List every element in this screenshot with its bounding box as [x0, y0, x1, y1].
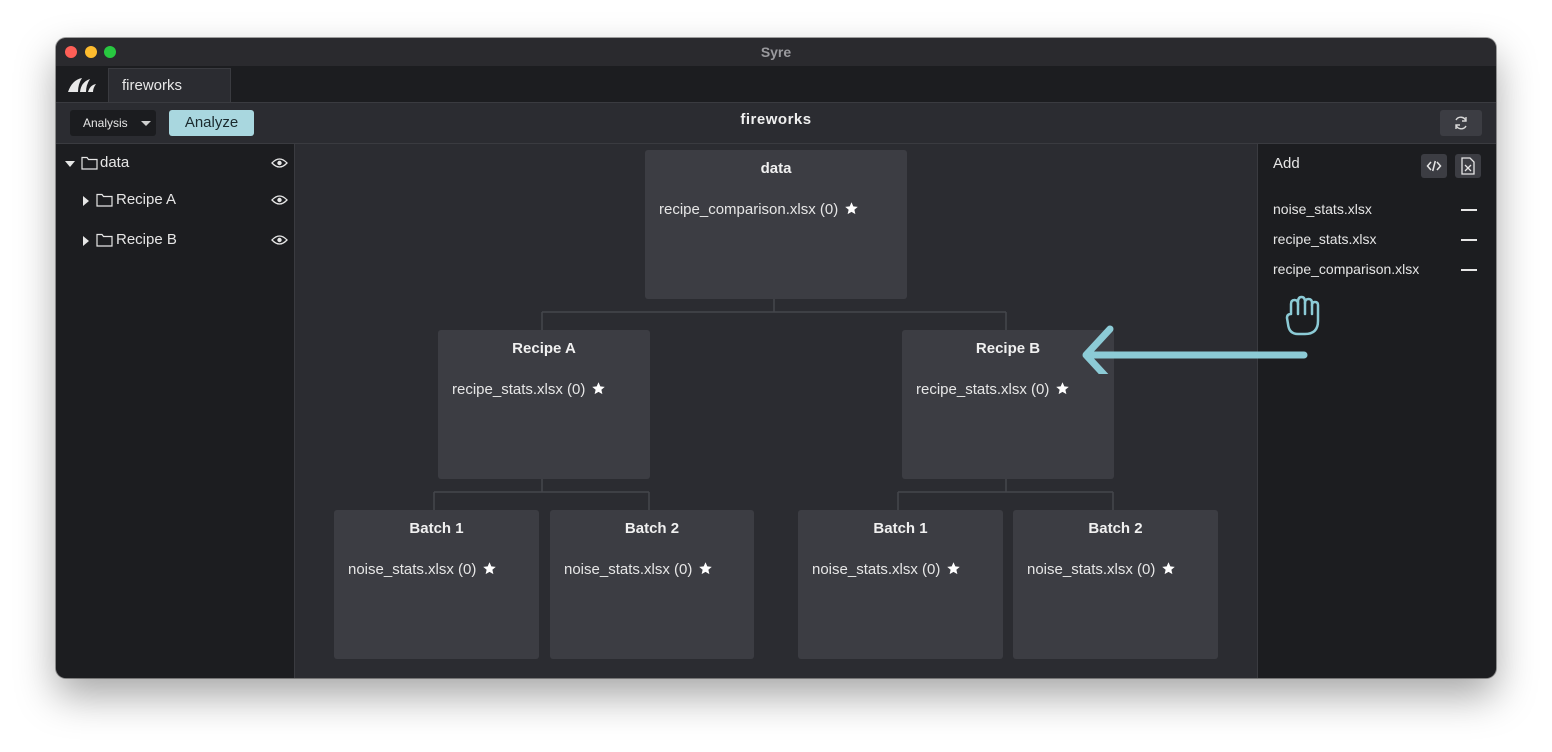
- star-icon[interactable]: [844, 201, 859, 216]
- graph-connectors: [433, 299, 1114, 510]
- graph-canvas[interactable]: data recipe_comparison.xlsx (0) Recipe A…: [295, 144, 1257, 678]
- remove-icon[interactable]: [1461, 239, 1477, 241]
- node-title: data: [760, 160, 792, 177]
- add-script-button[interactable]: [1421, 154, 1447, 178]
- tab-fireworks[interactable]: fireworks: [108, 68, 231, 102]
- title-bar: Syre: [56, 38, 1496, 66]
- analyze-button[interactable]: Analyze: [169, 110, 254, 136]
- grab-hand-cursor-icon: [1285, 295, 1320, 336]
- node-title: Recipe B: [975, 340, 1041, 357]
- eye-icon[interactable]: [271, 234, 288, 246]
- caret-right-icon[interactable]: [82, 195, 90, 207]
- node-asset[interactable]: noise_stats.xlsx (0): [348, 561, 497, 578]
- drag-arrow-icon: [1082, 325, 1308, 374]
- graph-node-recipe-a-batch-2[interactable]: Batch 2 noise_stats.xlsx (0): [550, 510, 754, 659]
- code-icon: [1426, 160, 1442, 172]
- node-asset-label: noise_stats.xlsx (0): [1027, 561, 1156, 578]
- toolbar: Analysis Analyze fireworks: [56, 103, 1496, 144]
- caret-right-icon[interactable]: [82, 235, 90, 247]
- tree-item-data[interactable]: data: [64, 153, 288, 175]
- node-asset[interactable]: noise_stats.xlsx (0): [812, 561, 961, 578]
- node-asset-label: recipe_stats.xlsx (0): [452, 381, 586, 398]
- asset-file-item[interactable]: recipe_comparison.xlsx: [1273, 261, 1420, 277]
- folder-icon: [96, 193, 113, 207]
- graph-node-data[interactable]: data recipe_comparison.xlsx (0): [645, 150, 907, 299]
- tab-bar: fireworks: [56, 66, 1496, 103]
- tree-item-label: data: [100, 154, 130, 171]
- star-icon[interactable]: [482, 561, 497, 576]
- refresh-button[interactable]: [1440, 110, 1482, 136]
- node-asset[interactable]: recipe_stats.xlsx (0): [452, 381, 606, 398]
- graph-node-recipe-b-batch-2[interactable]: Batch 2 noise_stats.xlsx (0): [1013, 510, 1218, 659]
- window-title: Syre: [760, 44, 792, 60]
- app-window: Syre fireworks Analysis Analyze firework…: [56, 38, 1496, 678]
- node-asset[interactable]: recipe_comparison.xlsx (0): [659, 201, 859, 218]
- graph-node-recipe-b[interactable]: Recipe B recipe_stats.xlsx (0): [902, 330, 1114, 479]
- node-title: Batch 1: [873, 520, 928, 537]
- app-logo-icon: [68, 78, 96, 92]
- graph-node-recipe-b-batch-1[interactable]: Batch 1 noise_stats.xlsx (0): [798, 510, 1003, 659]
- caret-down-icon[interactable]: [64, 159, 76, 169]
- mode-select-value: Analysis: [83, 116, 128, 130]
- close-window-button[interactable]: [65, 46, 77, 58]
- star-icon[interactable]: [946, 561, 961, 576]
- folder-icon: [96, 233, 113, 247]
- node-asset[interactable]: noise_stats.xlsx (0): [1027, 561, 1176, 578]
- node-asset-label: noise_stats.xlsx (0): [348, 561, 477, 578]
- star-icon[interactable]: [698, 561, 713, 576]
- node-asset-label: noise_stats.xlsx (0): [812, 561, 941, 578]
- tree-item-recipe-a[interactable]: Recipe A: [80, 190, 288, 212]
- eye-icon[interactable]: [271, 157, 288, 169]
- star-icon[interactable]: [591, 381, 606, 396]
- star-icon[interactable]: [1055, 381, 1070, 396]
- tree-item-label: Recipe B: [116, 231, 177, 248]
- project-title: fireworks: [740, 111, 812, 128]
- caret-down-icon: [141, 121, 151, 126]
- node-asset[interactable]: recipe_stats.xlsx (0): [916, 381, 1070, 398]
- project-tree-sidebar: data Recipe A Recipe B: [56, 144, 295, 678]
- node-asset[interactable]: noise_stats.xlsx (0): [564, 561, 713, 578]
- remove-icon[interactable]: [1461, 209, 1477, 211]
- add-label: Add: [1273, 155, 1300, 172]
- node-asset-label: recipe_comparison.xlsx (0): [659, 201, 839, 218]
- graph-node-recipe-a[interactable]: Recipe A recipe_stats.xlsx (0): [438, 330, 650, 479]
- node-title: Batch 1: [409, 520, 464, 537]
- add-excel-button[interactable]: [1455, 154, 1481, 178]
- asset-file-item[interactable]: noise_stats.xlsx: [1273, 201, 1372, 217]
- eye-icon[interactable]: [271, 194, 288, 206]
- tree-item-recipe-b[interactable]: Recipe B: [80, 230, 288, 252]
- folder-icon: [81, 156, 98, 170]
- asset-file-item[interactable]: recipe_stats.xlsx: [1273, 231, 1377, 247]
- node-title: Batch 2: [624, 520, 680, 537]
- graph-node-recipe-a-batch-1[interactable]: Batch 1 noise_stats.xlsx (0): [334, 510, 539, 659]
- node-asset-label: noise_stats.xlsx (0): [564, 561, 693, 578]
- asset-panel: Add noise_stats.xlsx recipe_stats.xlsx r…: [1257, 144, 1496, 678]
- minimize-window-button[interactable]: [85, 46, 97, 58]
- remove-icon[interactable]: [1461, 269, 1477, 271]
- node-asset-label: recipe_stats.xlsx (0): [916, 381, 1050, 398]
- node-title: Batch 2: [1088, 520, 1143, 537]
- star-icon[interactable]: [1161, 561, 1176, 576]
- tab-label: fireworks: [122, 77, 183, 94]
- refresh-icon: [1455, 116, 1467, 130]
- node-title: Recipe A: [512, 340, 576, 357]
- tree-item-label: Recipe A: [116, 191, 177, 208]
- excel-file-icon: [1461, 157, 1475, 175]
- mode-select[interactable]: Analysis: [70, 110, 156, 136]
- maximize-window-button[interactable]: [104, 46, 116, 58]
